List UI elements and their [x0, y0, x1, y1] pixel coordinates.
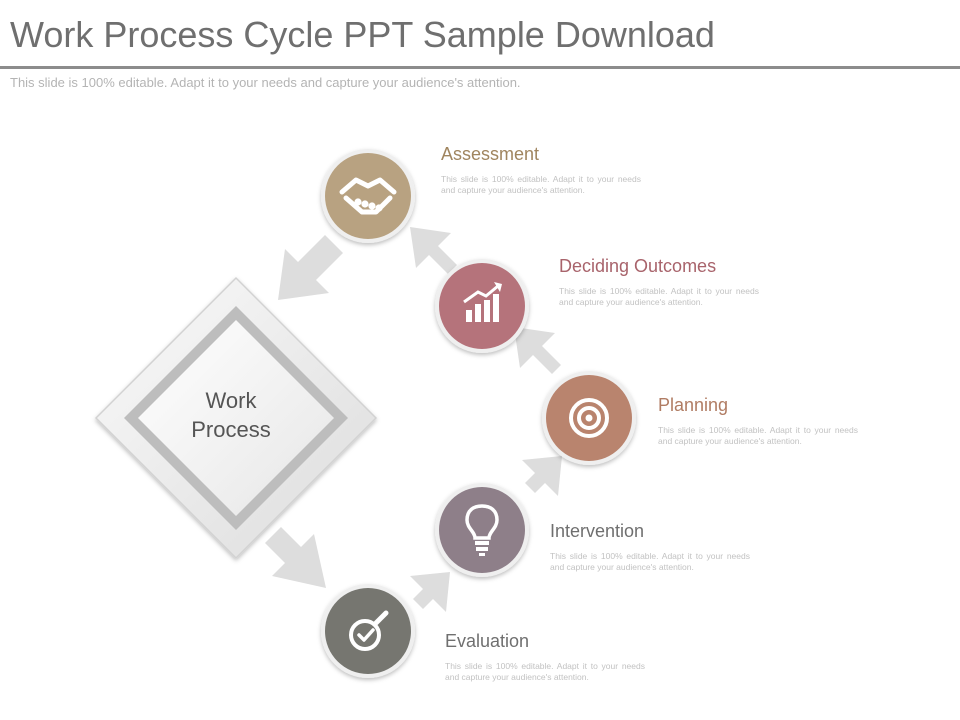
step-desc-intervention: This slide is 100% editable. Adapt it to… — [550, 551, 750, 572]
step-desc-assessment: This slide is 100% editable. Adapt it to… — [441, 174, 641, 195]
step-desc-planning: This slide is 100% editable. Adapt it to… — [658, 425, 858, 446]
slide-subtitle: This slide is 100% editable. Adapt it to… — [10, 75, 521, 90]
arrow-center-to-evaluation — [265, 527, 326, 588]
work-process-diamond — [94, 276, 378, 560]
step-title-deciding-outcomes: Deciding Outcomes — [559, 256, 717, 276]
target-icon — [569, 398, 609, 438]
handshake-icon — [339, 177, 397, 215]
step-title-intervention: Intervention — [550, 521, 645, 541]
step-title-planning: Planning — [658, 395, 729, 415]
growth-chart-icon — [463, 282, 502, 322]
step-title-evaluation: Evaluation — [445, 631, 530, 651]
center-label-line2: Process — [191, 417, 271, 442]
magnifier-check-icon — [349, 610, 389, 651]
step-circle-intervention — [435, 483, 529, 577]
center-label-line1: Work — [205, 388, 257, 413]
step-circle-deciding-outcomes — [435, 259, 529, 353]
arrow-deciding-to-assessment — [410, 227, 457, 278]
center-label: Work Process — [150, 386, 312, 444]
arrow-planning-to-deciding — [514, 327, 561, 378]
title-rule — [0, 66, 960, 69]
lightbulb-icon — [465, 504, 499, 556]
arrow-assessment-to-center — [278, 235, 343, 300]
step-desc-evaluation: This slide is 100% editable. Adapt it to… — [445, 661, 645, 682]
step-circle-assessment — [321, 149, 415, 243]
arrow-intervention-to-planning — [522, 456, 562, 496]
slide-title: Work Process Cycle PPT Sample Download — [10, 14, 715, 55]
step-desc-deciding-outcomes: This slide is 100% editable. Adapt it to… — [559, 286, 759, 307]
arrow-evaluation-to-intervention — [410, 572, 450, 612]
step-circle-evaluation — [321, 584, 415, 678]
step-title-assessment: Assessment — [441, 144, 540, 164]
step-circle-planning — [542, 371, 636, 465]
